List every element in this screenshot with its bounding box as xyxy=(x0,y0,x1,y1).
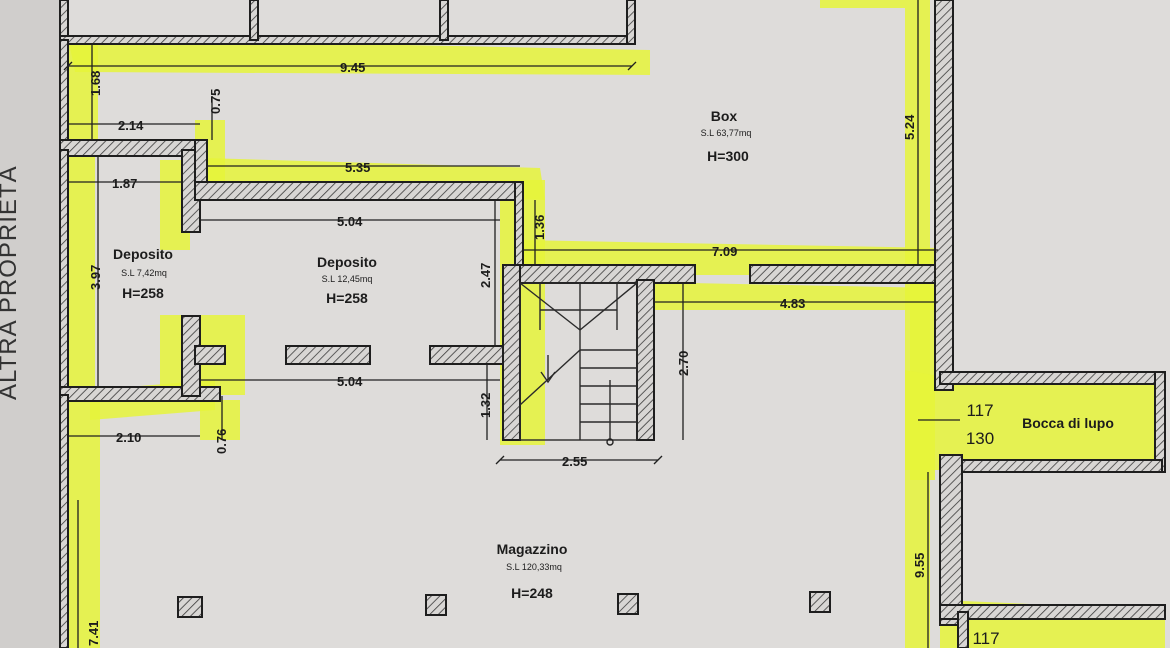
bocca-num-bottom: 130 xyxy=(966,429,994,448)
dim-2-55: 2.55 xyxy=(562,454,587,469)
dim-5-24: 5.24 xyxy=(902,114,917,140)
dimension-lines xyxy=(63,0,960,648)
bocca-num-top-2: 117 xyxy=(972,629,999,648)
room-box-name: Box xyxy=(711,108,738,124)
pillars xyxy=(177,591,831,618)
pillar-1 xyxy=(177,596,203,618)
paper-left-strip xyxy=(0,0,60,648)
dim-5-04-bottom: 5.04 xyxy=(337,374,363,389)
dim-0-75: 0.75 xyxy=(208,89,223,114)
dim-9-45: 9.45 xyxy=(340,60,365,75)
dim-7-41: 7.41 xyxy=(86,621,101,646)
room-deposito-large-height: H=258 xyxy=(326,290,368,306)
room-box-area: S.L 63,77mq xyxy=(701,128,752,138)
pillar-2 xyxy=(425,594,447,616)
room-deposito-large-name: Deposito xyxy=(317,254,377,270)
dimension-labels: 9.45 1.68 2.14 0.75 5.35 1.87 5.04 1.36 … xyxy=(86,60,927,646)
dim-2-47: 2.47 xyxy=(478,263,493,288)
dim-2-10: 2.10 xyxy=(116,430,141,445)
dim-0-76: 0.76 xyxy=(214,429,229,454)
dim-5-04-top: 5.04 xyxy=(337,214,363,229)
dim-3-97: 3.97 xyxy=(88,265,103,290)
dim-9-55: 9.55 xyxy=(912,553,927,578)
room-box-height: H=300 xyxy=(707,148,749,164)
dim-2-70: 2.70 xyxy=(676,351,691,376)
pillar-4 xyxy=(809,591,831,613)
room-deposito-small-name: Deposito xyxy=(113,246,173,262)
dim-7-09: 7.09 xyxy=(712,244,737,259)
room-magazzino-height: H=248 xyxy=(511,585,553,601)
bocca-num-top: 117 xyxy=(966,401,993,420)
room-magazzino: Magazzino S.L 120,33mq H=248 xyxy=(497,541,568,601)
walls xyxy=(59,0,1166,648)
room-deposito-large-area: S.L 12,45mq xyxy=(322,274,373,284)
dim-1-68: 1.68 xyxy=(88,71,103,96)
dim-4-83: 4.83 xyxy=(780,296,805,311)
side-label: ALTRA PROPRIETÀ xyxy=(0,165,22,400)
room-deposito-large: Deposito S.L 12,45mq H=258 xyxy=(317,254,377,306)
dim-5-35: 5.35 xyxy=(345,160,370,175)
room-deposito-small-area: S.L 7,42mq xyxy=(121,268,167,278)
dim-1-87: 1.87 xyxy=(112,176,137,191)
staircase xyxy=(519,282,638,446)
room-bocca-name: Bocca di lupo xyxy=(1022,415,1114,431)
room-box: Box S.L 63,77mq H=300 xyxy=(701,108,752,164)
dim-1-32: 1.32 xyxy=(478,393,493,418)
room-deposito-small-height: H=258 xyxy=(122,285,164,301)
room-deposito-small: Deposito S.L 7,42mq H=258 xyxy=(113,246,173,301)
room-bocca-di-lupo: Bocca di lupo 117 130 117 xyxy=(966,401,1114,648)
room-magazzino-area: S.L 120,33mq xyxy=(506,562,562,572)
dim-1-36: 1.36 xyxy=(532,215,547,240)
dim-2-14: 2.14 xyxy=(118,118,144,133)
pillar-3 xyxy=(617,593,639,615)
room-magazzino-name: Magazzino xyxy=(497,541,568,557)
